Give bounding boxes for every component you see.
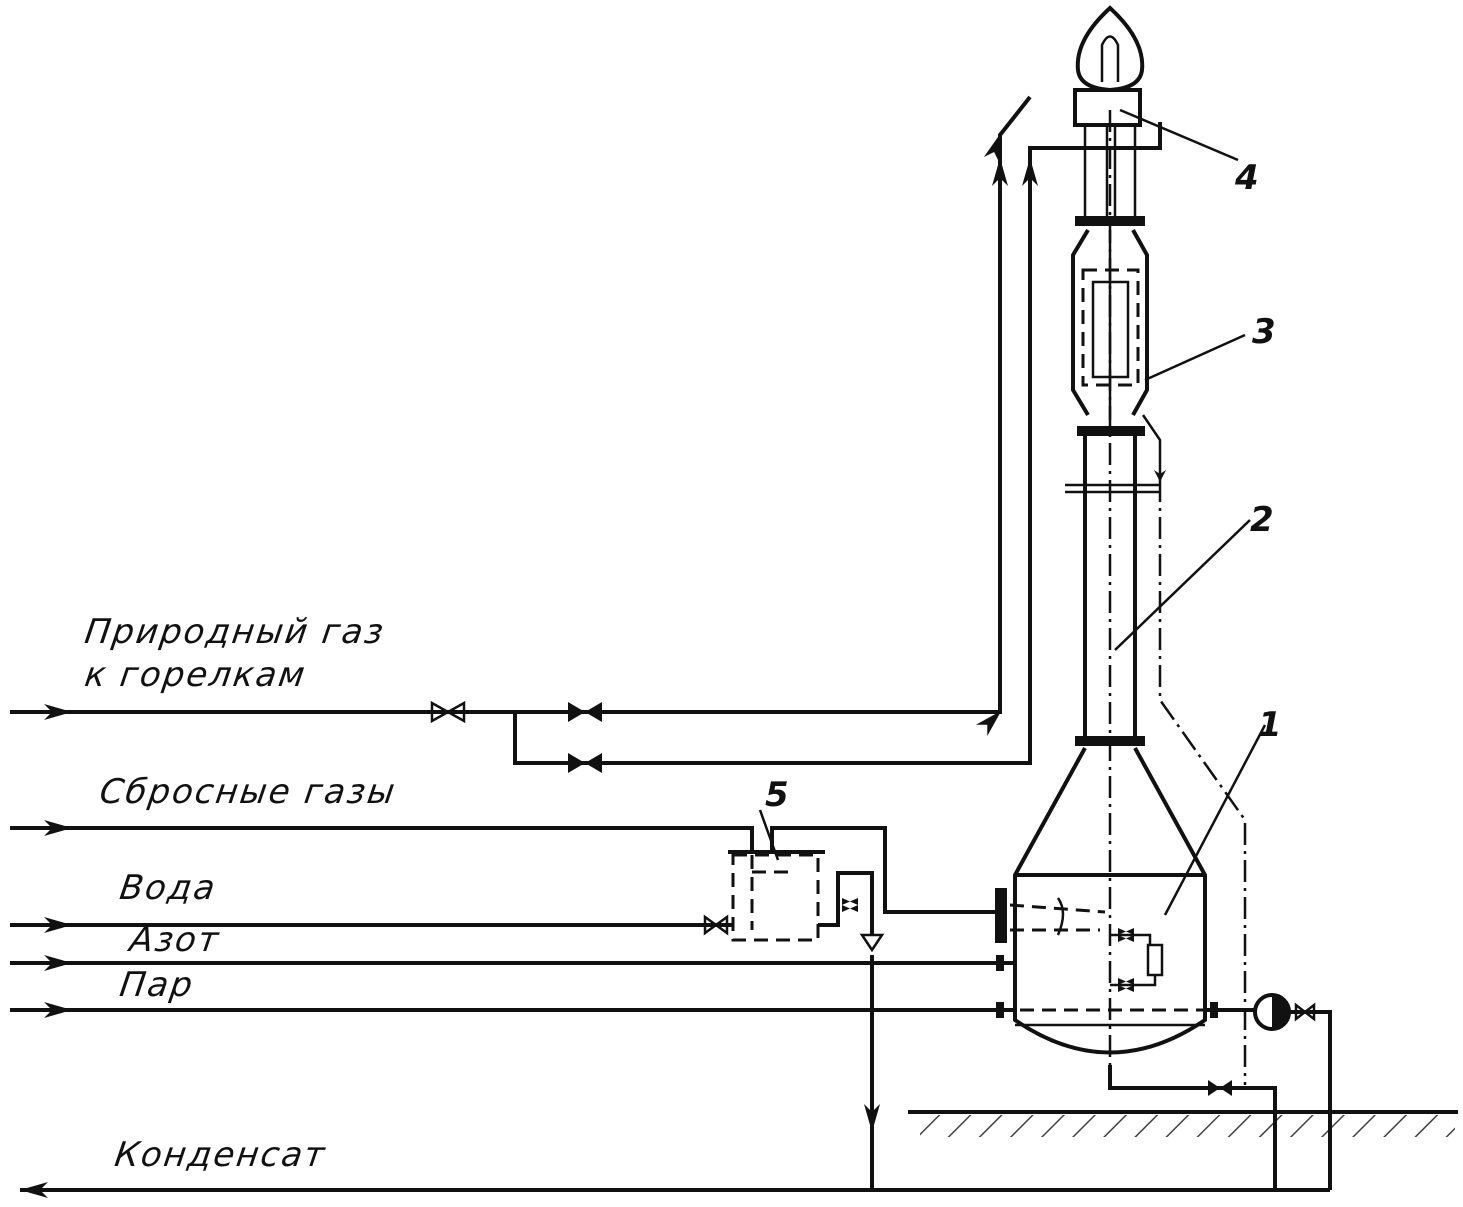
valve-icon[interactable]: [568, 702, 602, 722]
water-line: [10, 914, 733, 936]
burner-head: [1073, 88, 1142, 127]
valve-icon[interactable]: [568, 753, 602, 773]
callout-3: 3: [1252, 312, 1276, 352]
separator-vessel: [995, 747, 1207, 1055]
ground: [908, 1110, 1458, 1137]
label-water: Вода: [117, 868, 220, 908]
nitrogen-line: [10, 955, 1015, 971]
valve-icon: [1118, 978, 1134, 992]
flame-icon: [1075, 5, 1145, 93]
callout-5: 5: [765, 775, 789, 815]
pilot-flame-icon: [1100, 35, 1120, 82]
flange: [1077, 426, 1145, 436]
label-to-burners: к горелкам: [82, 655, 310, 695]
drain-valve-icon[interactable]: [1208, 1080, 1232, 1096]
valve-icon[interactable]: [1294, 1002, 1316, 1022]
callout-1: 1: [1258, 705, 1282, 745]
condensate-line: [20, 955, 1330, 1198]
heater-coil: [1056, 897, 1065, 936]
gate-valve-icon[interactable]: [430, 700, 466, 724]
level-gauge: [1146, 943, 1164, 977]
flare-stack: [1065, 110, 1160, 1085]
label-nitrogen: Азот: [127, 920, 223, 960]
callout-4: 4: [1235, 158, 1259, 198]
seal-drum: [728, 850, 885, 953]
callout-2: 2: [1250, 500, 1274, 540]
label-natural-gas: Природный газ: [82, 612, 388, 652]
funnel-icon: [859, 933, 885, 953]
callout-leaders: [758, 108, 1267, 916]
valve-icon[interactable]: [703, 914, 729, 936]
valve-icon[interactable]: [842, 898, 858, 912]
valve-icon: [1118, 928, 1134, 942]
label-condensate: Конденсат: [112, 1135, 329, 1175]
steam-line: [10, 993, 1332, 1190]
label-steam: Пар: [117, 965, 197, 1005]
natural-gas-line: [10, 95, 1162, 773]
waste-gas-line: [10, 820, 995, 914]
nozzle: [995, 888, 1007, 943]
label-waste-gases: Сбросные газы: [97, 772, 400, 812]
